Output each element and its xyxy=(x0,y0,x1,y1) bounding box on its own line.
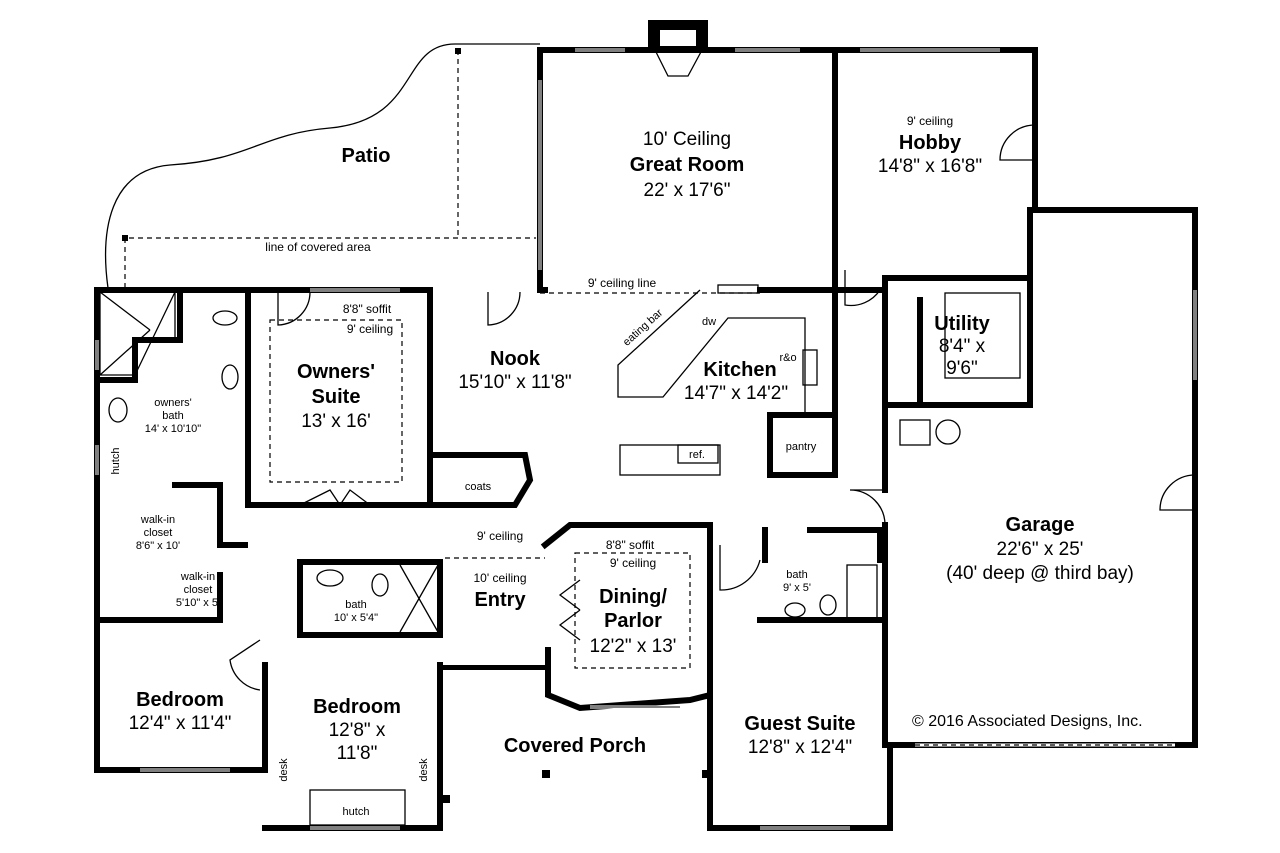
guest-suite-size: 12'8" x 12'4" xyxy=(748,737,852,758)
bedroom2-size-2: 11'8" xyxy=(337,743,378,764)
kitchen-name: Kitchen xyxy=(703,359,776,381)
covered-area-label: line of covered area xyxy=(265,240,371,254)
dining-soffit-outline xyxy=(574,552,691,669)
bath3-name: bath xyxy=(786,569,807,581)
bedroom2-hutch: hutch xyxy=(343,806,370,818)
owners-suite-size: 13' x 16' xyxy=(301,411,371,432)
bedroom2-desk-left: desk xyxy=(278,758,290,782)
bedroom2-name: Bedroom xyxy=(313,696,401,718)
bath3-size: 9' x 5' xyxy=(783,582,811,594)
room-labels: Patio line of covered area 10' Ceiling G… xyxy=(110,114,1143,818)
nook-size: 15'10" x 11'8" xyxy=(458,372,571,393)
coats-label: coats xyxy=(465,481,492,493)
windows xyxy=(95,48,1197,830)
patio-outline xyxy=(105,43,540,289)
entry-ceiling: 10' ceiling xyxy=(474,571,527,585)
bath2-name: bath xyxy=(345,599,366,611)
kitchen-size: 14'7" x 14'2" xyxy=(684,383,788,404)
owners-ceiling: 9' ceiling xyxy=(347,322,393,336)
dining-size: 12'2" x 13' xyxy=(590,636,677,657)
patio-label: Patio xyxy=(342,145,391,167)
owners-soffit: 8'8" soffit xyxy=(343,302,392,316)
walkin2-size: 5'10" x 5' xyxy=(176,597,220,609)
great-room-size: 22' x 17'6" xyxy=(644,180,731,201)
hobby-name: Hobby xyxy=(899,132,962,154)
walkin2-name-2: closet xyxy=(184,584,213,596)
hall-ceiling: 9' ceiling xyxy=(477,529,523,543)
guest-suite-name: Guest Suite xyxy=(744,713,855,735)
bedroom1-name: Bedroom xyxy=(136,689,224,711)
garage-size: 22'6" x 25' xyxy=(997,539,1084,560)
owners-soffit-outline xyxy=(269,319,403,483)
bedroom2-desk-right: desk xyxy=(418,758,430,782)
great-room-name: Great Room xyxy=(630,154,744,176)
hobby-size: 14'8" x 16'8" xyxy=(878,156,982,177)
nook-name: Nook xyxy=(490,348,541,370)
walkin1-name-1: walk-in xyxy=(140,514,175,526)
range-label: r&o xyxy=(779,352,796,364)
dining-name-1: Dining/ xyxy=(599,586,667,608)
owners-suite-name-1: Owners' xyxy=(297,361,375,383)
ceiling-line-label: 9' ceiling line xyxy=(588,276,657,290)
bath2-size: 10' x 5'4" xyxy=(334,612,378,624)
walkin2-name-1: walk-in xyxy=(180,571,215,583)
great-room-ceiling: 10' Ceiling xyxy=(643,129,731,150)
dining-ceiling: 9' ceiling xyxy=(610,556,656,570)
kitchen-island xyxy=(617,284,1021,476)
doors xyxy=(229,124,1196,691)
bedroom2-size-1: 12'8" x xyxy=(329,720,386,741)
owners-bath-name-2: bath xyxy=(162,410,183,422)
walkin1-size: 8'6" x 10' xyxy=(136,540,180,552)
bedroom1-size: 12'4" x 11'4" xyxy=(129,713,232,734)
dining-soffit: 8'8" soffit xyxy=(606,538,655,552)
bath-fixtures xyxy=(99,291,878,826)
utility-size-2: 9'6" xyxy=(946,358,978,379)
hobby-ceiling: 9' ceiling xyxy=(907,114,953,128)
garage-name: Garage xyxy=(1006,514,1075,536)
utility-name: Utility xyxy=(934,313,990,335)
owners-hutch: hutch xyxy=(110,448,122,475)
owners-bath-name-1: owners' xyxy=(154,397,192,409)
copyright: © 2016 Associated Designs, Inc. xyxy=(912,713,1143,730)
dishwasher-label: dw xyxy=(702,316,716,328)
covered-porch-name: Covered Porch xyxy=(504,735,646,757)
owners-bath-size: 14' x 10'10" xyxy=(145,423,202,435)
dining-name-2: Parlor xyxy=(604,610,662,632)
garage-note: (40' deep @ third bay) xyxy=(946,563,1134,584)
entry-name: Entry xyxy=(474,589,526,611)
pantry-label: pantry xyxy=(786,441,817,453)
ref-label: ref. xyxy=(689,449,705,461)
utility-size-1: 8'4" x xyxy=(939,336,986,357)
walkin1-name-2: closet xyxy=(144,527,173,539)
owners-suite-name-2: Suite xyxy=(312,386,361,408)
